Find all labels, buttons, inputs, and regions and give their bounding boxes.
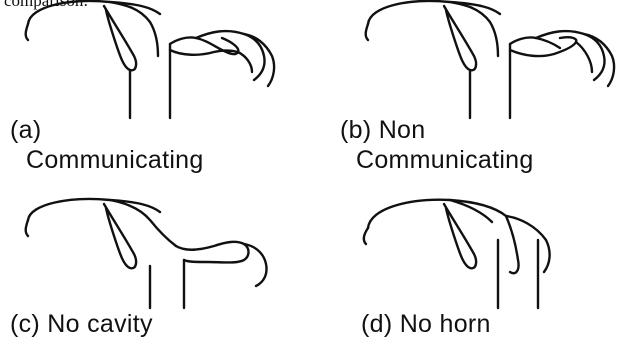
panel-no-cavity: (c) No cavity xyxy=(0,200,310,345)
uterus-diagram-no-cavity xyxy=(0,200,310,310)
panel-non-communicating: (b) Non Communicating xyxy=(340,0,639,190)
panel-communicating: (a) Communicating xyxy=(0,0,310,190)
caption-b-label: (b) Non xyxy=(340,115,534,145)
caption-d-label: (d) No horn xyxy=(361,309,491,339)
caption-c: (c) No cavity xyxy=(10,309,153,339)
uterus-diagram-no-horn xyxy=(340,200,639,310)
caption-c-label: (c) No cavity xyxy=(10,309,153,339)
panel-no-horn: (d) No horn xyxy=(340,200,639,345)
caption-b: (b) Non Communicating xyxy=(340,115,534,175)
caption-b-type: Communicating xyxy=(340,145,534,175)
caption-d: (d) No horn xyxy=(361,309,491,339)
caption-a: (a) Communicating xyxy=(10,115,204,175)
uterus-diagram-communicating xyxy=(0,0,310,120)
caption-a-type: Communicating xyxy=(10,145,204,175)
uterus-diagram-non-communicating xyxy=(340,0,639,120)
caption-a-label: (a) xyxy=(10,115,204,145)
